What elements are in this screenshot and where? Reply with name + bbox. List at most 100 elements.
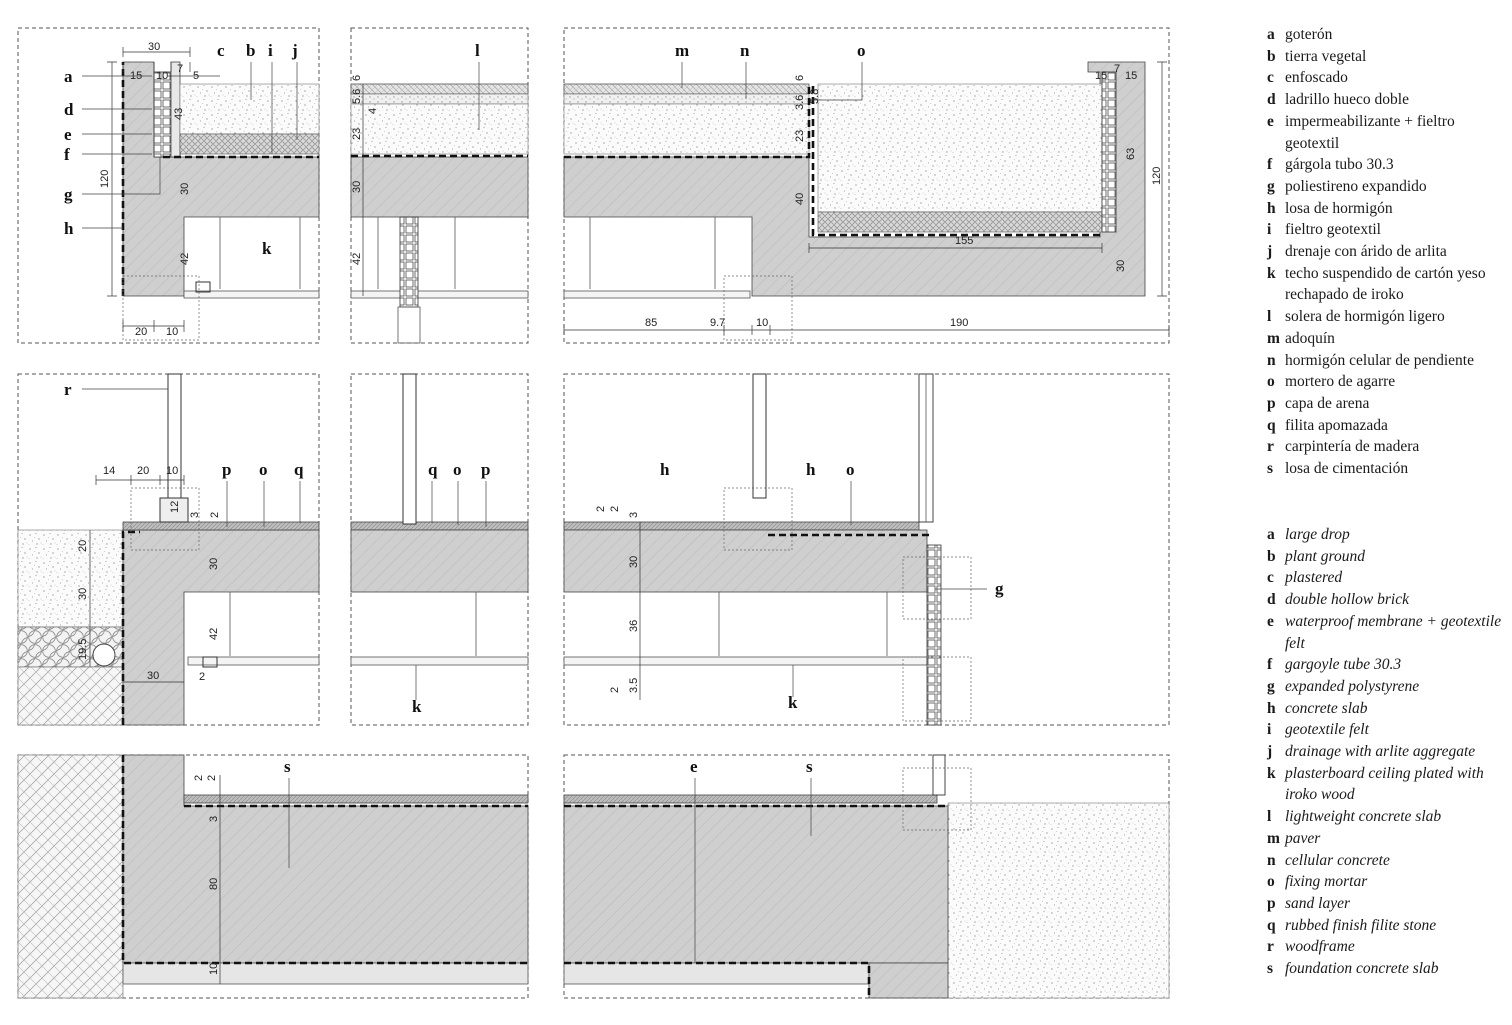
- legend-text: solera de hormigón ligero: [1285, 308, 1445, 326]
- label-i: i: [268, 41, 273, 60]
- panel-3-roof-planter: 6 3.6 5.8 23 40 15 15 7 63 120 155 30 85…: [563, 27, 1170, 344]
- concrete-planter: [563, 61, 1146, 297]
- legend-text: enfoscado: [1285, 69, 1348, 87]
- legend-text: plant ground: [1285, 547, 1365, 565]
- legend-text: geotextile felt: [1285, 721, 1369, 739]
- label-e: e: [64, 125, 72, 144]
- legend-key: p: [1267, 394, 1276, 412]
- dim-10: 10: [756, 317, 768, 329]
- label-n: n: [740, 41, 750, 60]
- label-o: o: [453, 460, 462, 479]
- legend-key: e: [1267, 112, 1274, 130]
- dim-30-slab: 30: [208, 558, 220, 570]
- dim-2: 2: [206, 775, 218, 781]
- panel-frame: [563, 754, 1170, 999]
- compacted-ground: [17, 754, 124, 999]
- legend-key: q: [1267, 916, 1276, 934]
- woodframe: [752, 373, 767, 499]
- dim-10: 10: [156, 70, 168, 82]
- dim-80: 80: [208, 878, 220, 890]
- legend-text: plastered: [1285, 569, 1343, 587]
- dim-40: 40: [794, 193, 806, 205]
- legend-item-e: e impermeabilizante + fieltro geotextil: [1267, 111, 1507, 154]
- dim-36: 36: [628, 620, 640, 632]
- legend-text: ladrillo hueco doble: [1285, 91, 1409, 109]
- legend-text: double hollow brick: [1285, 591, 1409, 609]
- ground-soil: [947, 802, 1170, 999]
- woodframe: [402, 373, 417, 525]
- dim-20: 20: [137, 465, 149, 477]
- label-g: g: [995, 579, 1004, 598]
- dim-10-bottom: 10: [166, 326, 178, 338]
- partition-wall: [399, 216, 419, 308]
- dim-2: 2: [609, 506, 621, 512]
- legend-text: paver: [1285, 829, 1321, 847]
- legend-text: plasterboard ceiling plated with iroko w…: [1285, 764, 1484, 804]
- legend-item-o: o mortero de agarre: [1267, 371, 1507, 393]
- legend-text: drainage with arlite aggregate: [1285, 743, 1476, 761]
- blinding-layer: [563, 962, 870, 985]
- legend-key: g: [1267, 677, 1275, 695]
- legend-key: c: [1267, 69, 1274, 87]
- legend-key: o: [1267, 373, 1275, 391]
- concrete-slab: [350, 156, 529, 218]
- legend-text: mortero de agarre: [1285, 373, 1396, 391]
- suspended-ceiling: [350, 290, 529, 299]
- legend-text: rubbed finish filite stone: [1285, 916, 1437, 934]
- dim-190: 190: [950, 317, 968, 329]
- filite-paving: [563, 521, 920, 531]
- label-s: s: [284, 757, 291, 776]
- filite-paving: [563, 794, 938, 804]
- legend-text: hormigón celular de pendiente: [1285, 351, 1474, 369]
- dim-3: 3: [628, 512, 640, 518]
- paver-layer: [350, 83, 529, 95]
- dim-7: 7: [177, 63, 183, 75]
- label-s: s: [806, 757, 813, 776]
- filite-paving: [122, 521, 320, 531]
- legend-key: j: [1267, 743, 1273, 761]
- legend-text: impermeabilizante + fieltro geotextil: [1285, 112, 1455, 152]
- dim-23: 23: [351, 128, 363, 140]
- hollow-brick-wall: [153, 71, 172, 158]
- cellular-concrete: [563, 93, 810, 105]
- plant-soil: [179, 83, 320, 135]
- legend-key: d: [1267, 91, 1276, 109]
- legend-key: n: [1267, 851, 1276, 869]
- blinding-layer: [122, 962, 529, 985]
- legend-item-c: c plastered: [1267, 567, 1507, 589]
- label-h: h: [660, 460, 670, 479]
- waterproof-line: [564, 86, 1104, 237]
- facade-wall: [926, 544, 942, 726]
- legend-key: n: [1267, 351, 1276, 369]
- paver-layer: [563, 83, 810, 95]
- label-a: a: [64, 67, 73, 86]
- panel-4-terrace-edge: 14 20 10 12 3 2 20 30 19.5 30 42 30 2 r …: [17, 373, 320, 726]
- legend-item-q: q rubbed finish filite stone: [1267, 915, 1507, 937]
- dim-42: 42: [351, 253, 363, 265]
- dim-30-vertical: 30: [77, 588, 89, 600]
- dim-19.5: 19.5: [77, 639, 89, 660]
- legend-key: j: [1267, 243, 1273, 261]
- dim-30: 30: [148, 41, 160, 53]
- dim-120: 120: [1151, 167, 1163, 185]
- label-r: r: [64, 380, 72, 399]
- label-j: j: [291, 41, 298, 60]
- legend-item-i: i geotextile felt: [1267, 719, 1507, 741]
- legend-key: l: [1267, 808, 1272, 826]
- legend-item-n: n hormigón celular de pendiente: [1267, 350, 1507, 372]
- legend-key: s: [1267, 460, 1274, 478]
- legend-text: gargoyle tube 30.3: [1285, 656, 1402, 674]
- legend-key: c: [1267, 569, 1274, 587]
- panel-6-terrace-facade: 2 2 3 30 36 2 3.5 h h o g k: [563, 373, 1170, 726]
- label-d: d: [64, 100, 74, 119]
- suspended-ceiling: [187, 656, 320, 666]
- label-c: c: [217, 41, 225, 60]
- panel-7-foundation-corner: 2 2 3 80 10 s: [17, 754, 529, 999]
- legend-key: i: [1267, 721, 1272, 739]
